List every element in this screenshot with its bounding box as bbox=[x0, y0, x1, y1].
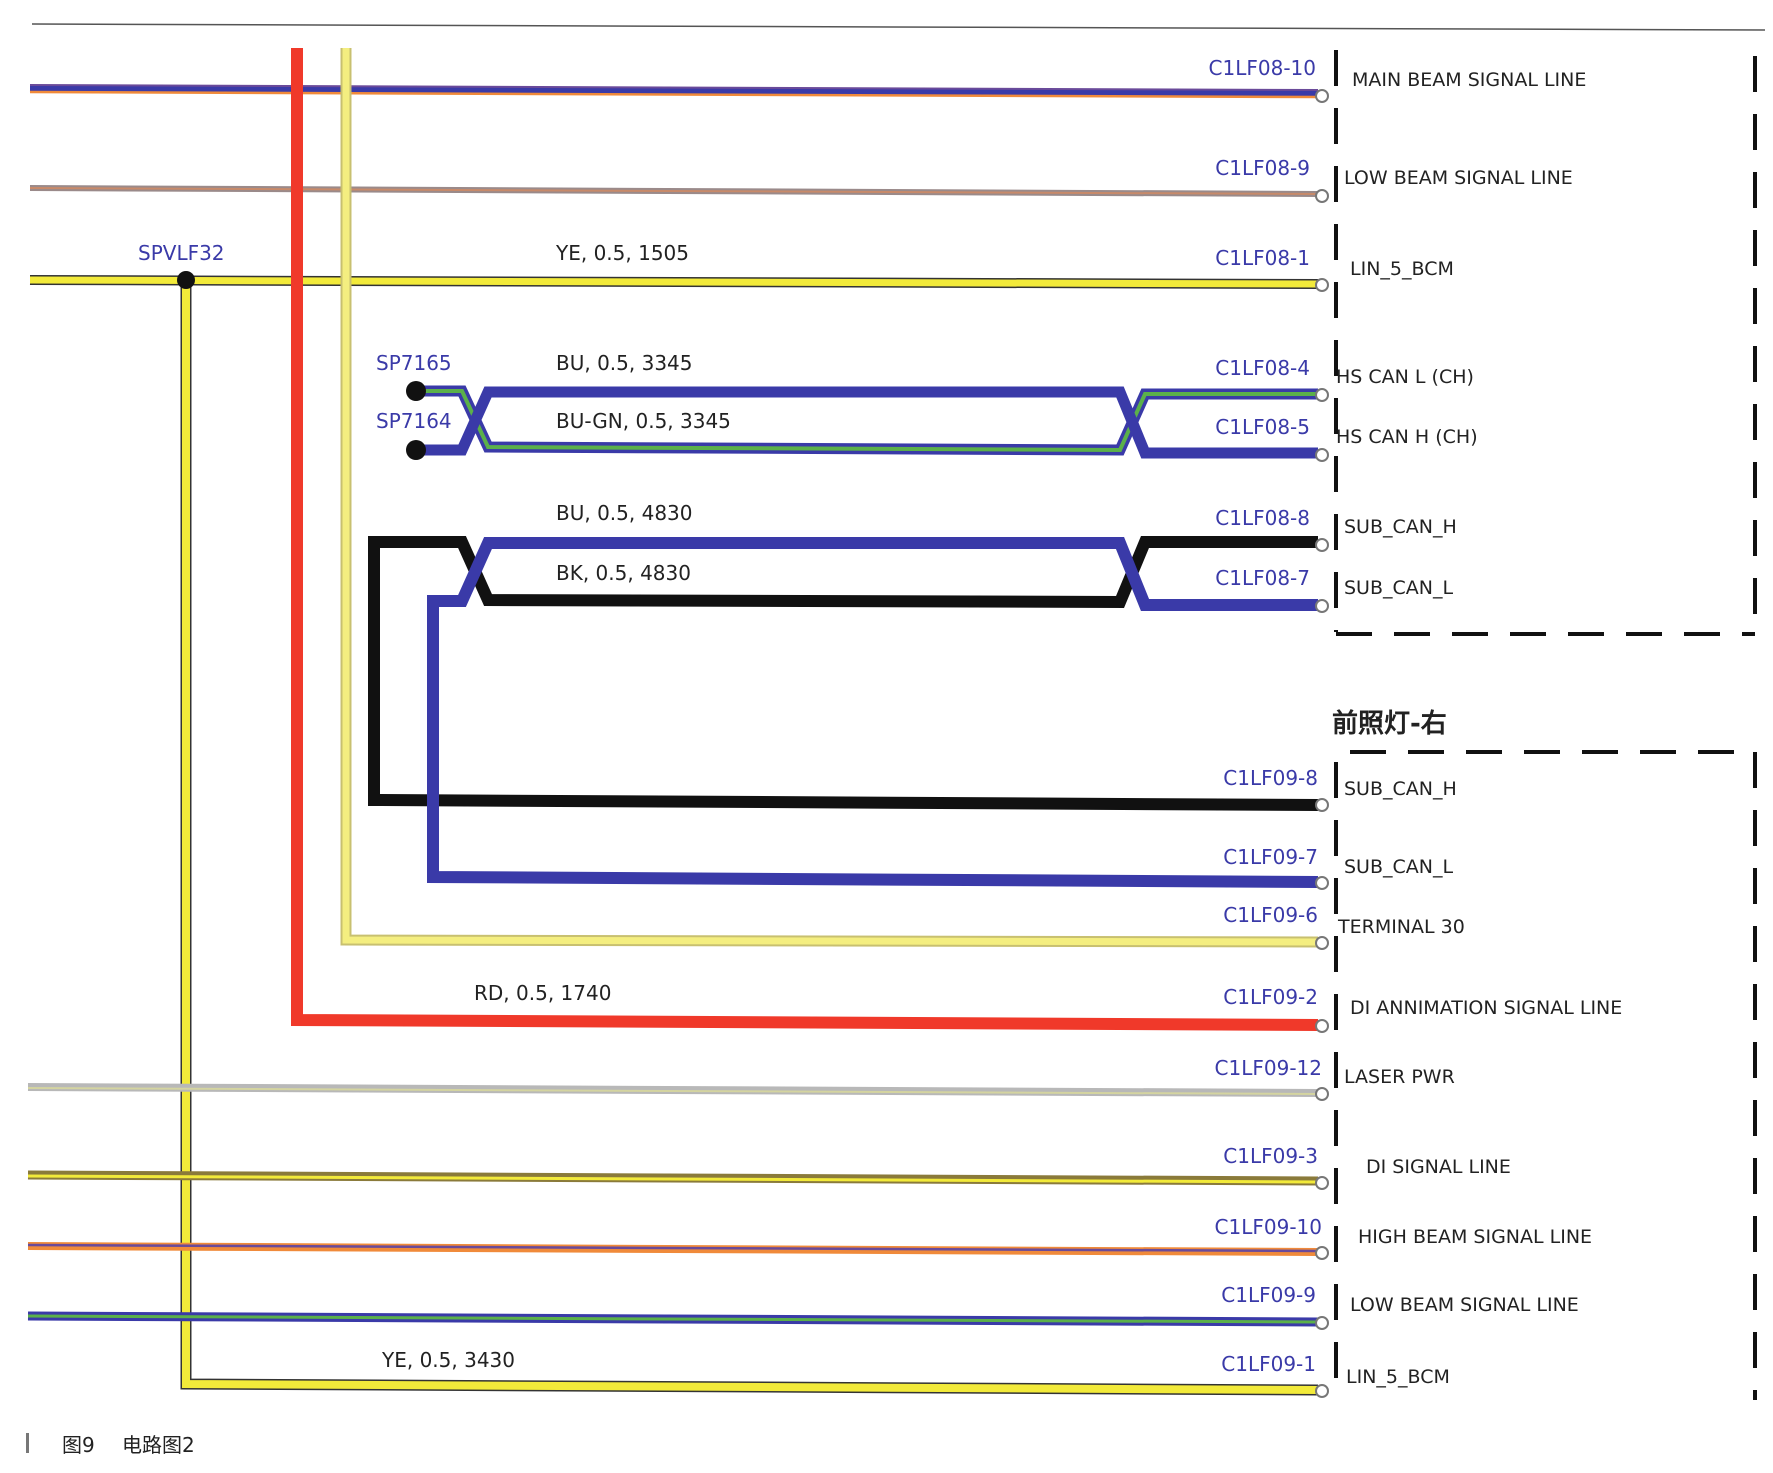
pin-label: C1LF09-1 bbox=[1221, 1352, 1316, 1376]
wire-label-ye-1505: YE, 0.5, 1505 bbox=[555, 241, 689, 265]
pin-label: C1LF08-10 bbox=[1209, 56, 1316, 80]
connector2-box bbox=[1334, 750, 1757, 1400]
pin-label: C1LF09-6 bbox=[1223, 903, 1318, 927]
splice-sp7164 bbox=[406, 440, 426, 460]
pin-label: C1LF09-8 bbox=[1223, 766, 1318, 790]
connector2-title: 前照灯-右 bbox=[1332, 708, 1447, 739]
signal-label: HS CAN H (CH) bbox=[1336, 426, 1478, 448]
figure-caption: 电路图2 bbox=[122, 1433, 195, 1457]
signal-label: SUB_CAN_H bbox=[1344, 516, 1457, 538]
splice-sp7165 bbox=[406, 381, 426, 401]
splice-label-sp7165: SP7165 bbox=[376, 351, 452, 375]
signal-label: HIGH BEAM SIGNAL LINE bbox=[1358, 1226, 1592, 1248]
splice-label-spvlf32: SPVLF32 bbox=[138, 241, 225, 265]
wire-label-rd-1740: RD, 0.5, 1740 bbox=[474, 981, 611, 1005]
splice-label-sp7164: SP7164 bbox=[376, 409, 452, 433]
wire-label-bugn-3345: BU-GN, 0.5, 3345 bbox=[556, 409, 731, 433]
figure-number: 图9 bbox=[62, 1433, 95, 1457]
pin-label: C1LF08-9 bbox=[1215, 156, 1310, 180]
pin-label: C1LF09-2 bbox=[1223, 985, 1318, 1009]
pin-label: C1LF09-9 bbox=[1221, 1283, 1316, 1307]
signal-label: LASER PWR bbox=[1344, 1066, 1455, 1088]
signal-label: HS CAN L (CH) bbox=[1336, 366, 1474, 388]
wire-label-bk-4830: BK, 0.5, 4830 bbox=[556, 561, 691, 585]
signal-label: SUB_CAN_H bbox=[1344, 778, 1457, 800]
signal-label: LOW BEAM SIGNAL LINE bbox=[1344, 167, 1573, 189]
pin-label: C1LF08-8 bbox=[1215, 506, 1310, 530]
wire-high-beam bbox=[27, 1242, 1319, 1256]
wire-label-ye-3430: YE, 0.5, 3430 bbox=[381, 1348, 515, 1372]
connector1-box bbox=[1334, 50, 1757, 636]
wire-low-beam-2 bbox=[27, 1311, 1319, 1327]
pin-label: C1LF09-12 bbox=[1215, 1056, 1322, 1080]
pin-label: C1LF08-4 bbox=[1215, 356, 1310, 380]
splice-spvlf32 bbox=[177, 271, 195, 289]
signal-label: DI SIGNAL LINE bbox=[1366, 1156, 1511, 1178]
pin-label: C1LF09-10 bbox=[1215, 1215, 1322, 1239]
pin-label: C1LF08-7 bbox=[1215, 566, 1310, 590]
signal-label: SUB_CAN_L bbox=[1344, 856, 1453, 878]
wire-laser-pwr bbox=[27, 1083, 1319, 1097]
signal-label: LIN_5_BCM bbox=[1350, 258, 1454, 280]
wire-label-bu-4830: BU, 0.5, 4830 bbox=[556, 501, 693, 525]
signal-label: LOW BEAM SIGNAL LINE bbox=[1350, 1294, 1579, 1316]
terminal-markers bbox=[1315, 89, 1329, 1398]
signal-label: LIN_5_BCM bbox=[1346, 1366, 1450, 1388]
caption-marker bbox=[26, 1433, 29, 1453]
wire-di-signal bbox=[27, 1170, 1319, 1186]
pin-label: C1LF09-3 bbox=[1223, 1144, 1318, 1168]
wire-rd-1740 bbox=[291, 48, 1319, 1031]
pin-label: C1LF08-1 bbox=[1215, 246, 1310, 270]
top-rule bbox=[31, 23, 1766, 31]
pin-label: C1LF09-7 bbox=[1223, 845, 1318, 869]
signal-label: TERMINAL 30 bbox=[1337, 916, 1465, 938]
signal-label: DI ANNIMATION SIGNAL LINE bbox=[1350, 997, 1622, 1019]
pin-label: C1LF08-5 bbox=[1215, 415, 1310, 439]
wire-main-beam bbox=[29, 84, 1319, 99]
wire-hs-can-pair bbox=[416, 385, 1318, 459]
signal-label: SUB_CAN_L bbox=[1344, 577, 1453, 599]
wire-label-bu-3345: BU, 0.5, 3345 bbox=[556, 351, 693, 375]
wire-sub-can-pair bbox=[368, 536, 1319, 888]
wire-low-beam-1 bbox=[29, 185, 1319, 197]
signal-label: MAIN BEAM SIGNAL LINE bbox=[1352, 69, 1586, 91]
